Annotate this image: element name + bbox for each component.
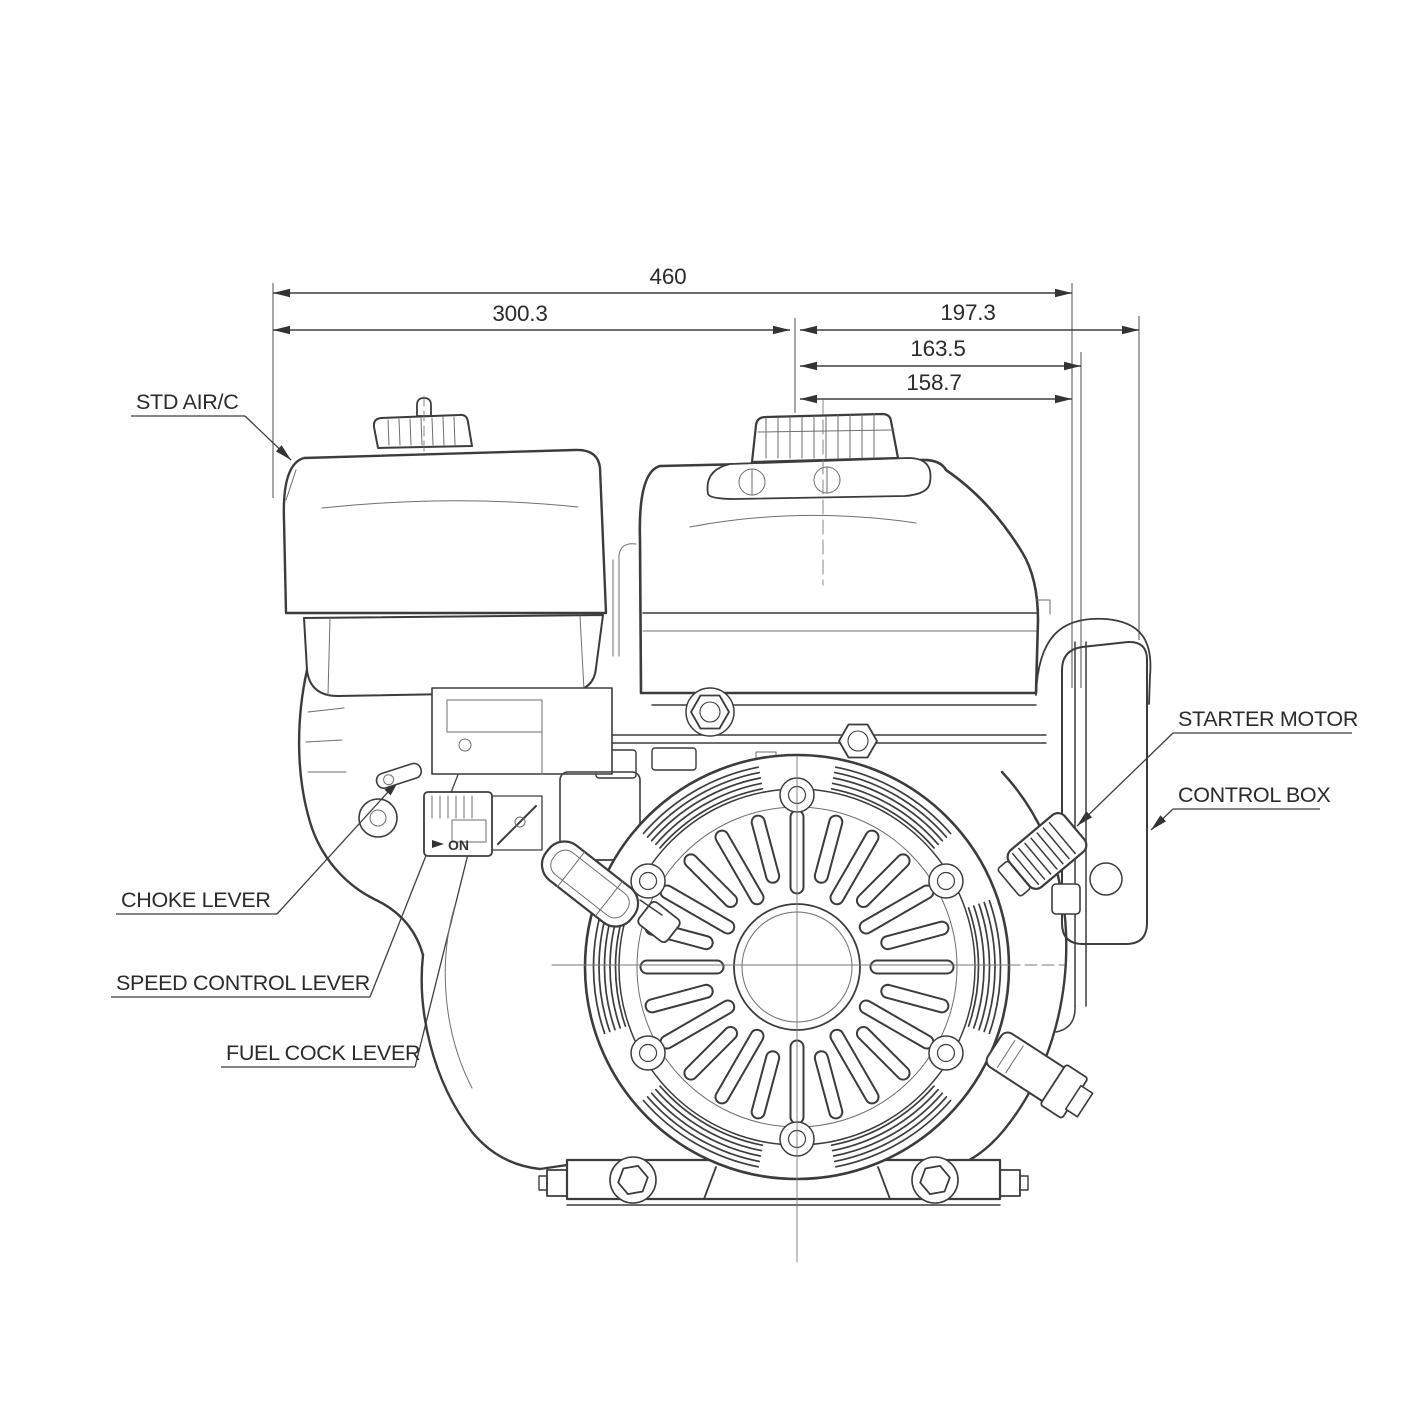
center-lines [551, 756, 1065, 1263]
engine-drawing [282, 395, 1152, 1263]
fuel-filler-cap [706, 399, 932, 586]
right-bracket [1035, 617, 1152, 1033]
callout-labels [111, 415, 1352, 1068]
recoil-starter-grip [540, 840, 681, 943]
dimension-lines [273, 288, 1139, 404]
leader-fuel-cock-lever [414, 825, 476, 1068]
label-speed-control-lever: SPEED CONTROL LEVER [116, 971, 370, 995]
label-starter-motor: STARTER MOTOR [1178, 707, 1358, 731]
label-choke-lever: CHOKE LEVER [121, 888, 271, 912]
dim-158-value: 158.7 [906, 370, 961, 395]
leader-std-airc [244, 415, 292, 461]
speed-control-lever [487, 795, 543, 851]
control-box-hole [1089, 862, 1123, 896]
oil-drain-fitting [985, 1031, 1094, 1119]
extension-lines [272, 283, 1140, 688]
label-fuel-cock-lever: FUEL COCK LEVER [226, 1041, 420, 1065]
leader-control-box [1150, 808, 1174, 831]
hex-bolts [617, 687, 951, 1195]
fuel-cock-on-text: ON [448, 837, 469, 853]
dim-300-value: 300.3 [492, 301, 547, 326]
callout-choke-lever [116, 779, 400, 915]
dim-197-value: 197.3 [940, 300, 995, 325]
fuel-tank [638, 399, 1051, 706]
head-washer-bolt [358, 798, 398, 838]
dim-163-value: 163.5 [910, 336, 965, 361]
choke-lever [375, 762, 423, 790]
leader-choke-lever [276, 779, 400, 915]
callout-fuel-cock-lever [221, 825, 476, 1068]
callout-control-box [1150, 808, 1320, 831]
fuel-cock [423, 791, 493, 857]
label-std-air-c: STD AIR/C [136, 390, 238, 414]
carburetor-area [358, 687, 1047, 898]
leader-starter-motor [1076, 732, 1174, 827]
control-box [1061, 640, 1148, 945]
tank-bracket [612, 543, 637, 657]
air-cleaner-lower [303, 614, 604, 697]
label-control-box: CONTROL BOX [1178, 783, 1330, 807]
air-cleaner-cap [372, 395, 473, 453]
carburetor-body [431, 687, 613, 775]
callout-starter-motor [1076, 732, 1352, 827]
starter-motor [997, 812, 1088, 915]
air-cleaner [282, 395, 608, 697]
fuel-cock-on-arrow-icon [432, 840, 444, 848]
dim-460-value: 460 [650, 264, 687, 289]
callout-std-airc [131, 415, 292, 461]
